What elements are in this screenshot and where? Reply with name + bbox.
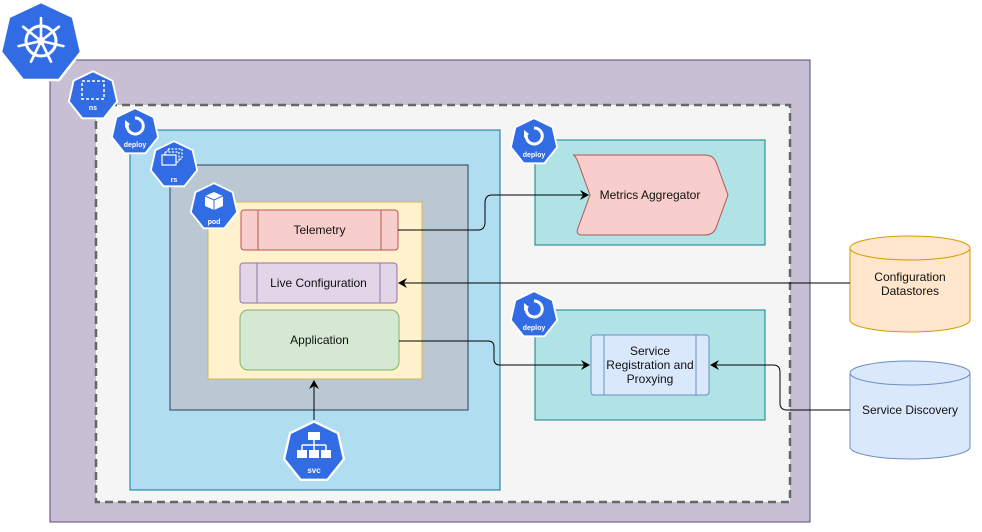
metrics-aggregator-label: Metrics Aggregator — [599, 188, 701, 202]
service-discovery-label: Service Discovery — [861, 403, 959, 417]
live-configuration-node[interactable] — [239, 262, 398, 304]
deployment-icon — [110, 107, 160, 155]
telemetry-node[interactable] — [240, 209, 399, 251]
application-node[interactable] — [239, 309, 400, 371]
namespace-icon — [67, 70, 119, 120]
deploy-metrics-icon-label: deploy — [522, 152, 546, 159]
ns-icon-label: ns — [88, 105, 98, 112]
telemetry-label: Telemetry — [293, 223, 346, 237]
pod-icon — [189, 182, 239, 230]
replicaset-icon — [149, 140, 199, 188]
edge-telemetry-metrics — [398, 190, 589, 231]
svc-icon-label: svc — [307, 466, 321, 475]
live-configuration-label: Live Configuration — [270, 276, 367, 290]
deployment-icon — [509, 117, 559, 165]
application-label: Application — [290, 333, 349, 347]
service-discovery-node[interactable] — [849, 360, 971, 460]
pod-icon-label: pod — [207, 219, 221, 226]
metrics-aggregator-node[interactable] — [572, 154, 729, 236]
deploy-service-icon-label: deploy — [522, 325, 546, 332]
deploy-main-icon-label: deploy — [123, 142, 147, 149]
configuration-datastores-node[interactable] — [849, 235, 971, 333]
kubernetes-wheel-icon — [0, 0, 83, 82]
edge-app-service — [399, 340, 590, 370]
deployment-icon — [509, 290, 559, 338]
configuration-datastores-label: Configuration Datastores — [874, 270, 946, 298]
edge-discovery-service — [710, 360, 850, 411]
service-registration-node[interactable] — [590, 334, 710, 396]
rs-icon-label: rs — [170, 177, 178, 184]
service-icon — [283, 420, 345, 481]
service-registration-label: Service Registration and Proxying — [606, 344, 694, 386]
